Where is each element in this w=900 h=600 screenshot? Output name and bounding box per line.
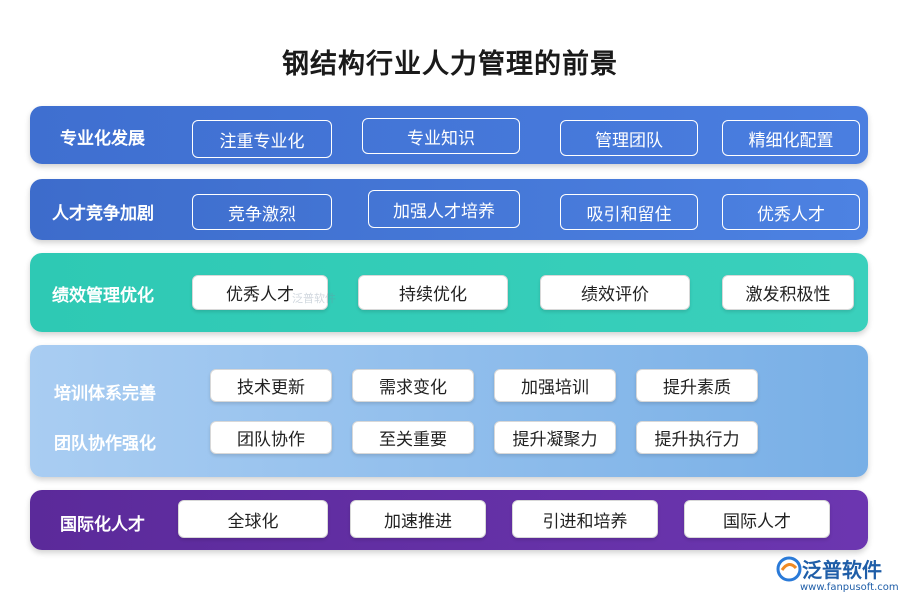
item-pill: 竞争激烈 — [192, 194, 332, 230]
item-pill: 加强培训 — [494, 369, 616, 402]
band-label: 培训体系完善 — [54, 384, 156, 404]
band-performance: 绩效管理优化 优秀人才 持续优化 绩效评价 激发积极性 — [30, 253, 868, 332]
item-pill: 注重专业化 — [192, 120, 332, 158]
item-pill: 加强人才培养 — [368, 190, 520, 228]
band-international: 国际化人才 全球化 加速推进 引进和培养 国际人才 — [30, 490, 868, 550]
band-label: 人才竞争加剧 — [52, 204, 154, 224]
band-label: 国际化人才 — [60, 515, 145, 535]
item-pill: 加速推进 — [350, 500, 486, 538]
item-pill: 需求变化 — [352, 369, 474, 402]
item-pill: 国际人才 — [684, 500, 830, 538]
watermark: 泛普软件 — [292, 292, 336, 305]
item-pill: 团队协作 — [210, 421, 332, 454]
item-pill: 优秀人才 — [722, 194, 860, 230]
item-pill: 技术更新 — [210, 369, 332, 402]
item-pill: 提升凝聚力 — [494, 421, 616, 454]
item-pill: 精细化配置 — [722, 120, 860, 156]
item-pill: 提升执行力 — [636, 421, 758, 454]
item-pill: 优秀人才 — [192, 275, 328, 310]
band-talent-competition: 人才竞争加剧 竞争激烈 加强人才培养 吸引和留住 优秀人才 — [30, 179, 868, 240]
band-training-teamwork: 培训体系完善 团队协作强化 技术更新 需求变化 加强培训 提升素质 团队协作 至… — [30, 345, 868, 477]
item-pill: 提升素质 — [636, 369, 758, 402]
logo-swirl-icon — [776, 556, 802, 582]
brand-logo: 泛普软件 www.fanpusoft.com — [776, 552, 899, 598]
band-label: 团队协作强化 — [54, 434, 156, 454]
band-label: 专业化发展 — [60, 129, 145, 149]
logo-url: www.fanpusoft.com — [800, 582, 899, 593]
item-pill: 引进和培养 — [512, 500, 658, 538]
item-pill: 吸引和留住 — [560, 194, 698, 230]
item-pill: 全球化 — [178, 500, 328, 538]
item-pill: 绩效评价 — [540, 275, 690, 310]
item-pill: 持续优化 — [358, 275, 508, 310]
item-pill: 专业知识 — [362, 118, 520, 154]
band-label: 绩效管理优化 — [52, 286, 154, 306]
page-title: 钢结构行业人力管理的前景 — [282, 49, 618, 80]
band-specialization: 专业化发展 注重专业化 专业知识 管理团队 精细化配置 — [30, 106, 868, 164]
item-pill: 激发积极性 — [722, 275, 854, 310]
item-pill: 管理团队 — [560, 120, 698, 156]
logo-name: 泛普软件 — [802, 558, 882, 582]
item-pill: 至关重要 — [352, 421, 474, 454]
